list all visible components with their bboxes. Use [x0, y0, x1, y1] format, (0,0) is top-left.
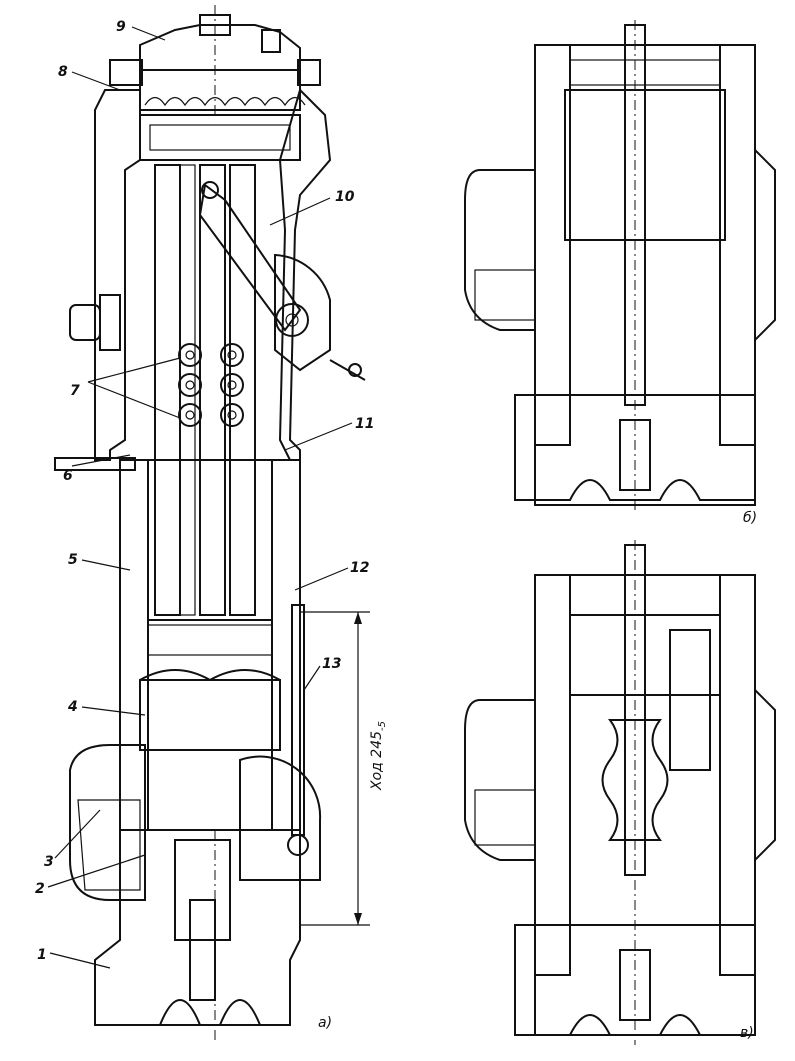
- housing-upper: [94, 88, 332, 461]
- top-cap-9: [139, 5, 301, 115]
- view-b: [464, 20, 776, 510]
- subfigure-label-b: б): [743, 510, 757, 526]
- callout-labels: 9 8 10 7 11 6 5 12 13 4 3 2 1: [35, 19, 374, 963]
- callout-7: 7: [70, 383, 80, 399]
- valve-rods-7: [154, 164, 256, 616]
- view-c: [464, 540, 776, 1045]
- stroke-dimension-text: Ход 245-5: [369, 721, 388, 791]
- subfigure-label-a: a): [318, 1015, 332, 1031]
- callout-5: 5: [68, 552, 78, 568]
- subfigure-labels: a) б) в): [318, 510, 757, 1041]
- side-port: [69, 294, 121, 351]
- callout-10: 10: [335, 189, 355, 205]
- callout-13: 13: [322, 656, 341, 672]
- piston-4: [139, 669, 281, 751]
- oil-tank-3: [69, 744, 146, 901]
- base-1: [94, 829, 301, 1040]
- callout-12: 12: [350, 560, 369, 576]
- callout-8: 8: [58, 64, 68, 80]
- lever-10: [198, 181, 366, 381]
- view-a: [54, 5, 370, 1040]
- callout-1: 1: [37, 947, 47, 963]
- callout-11: 11: [355, 416, 374, 432]
- cam-segment: [239, 755, 322, 881]
- callout-4: 4: [67, 699, 78, 715]
- cylinder-5: [119, 459, 301, 831]
- callout-9: 9: [116, 19, 126, 35]
- callout-3: 3: [44, 854, 54, 870]
- leader-lines: [47, 26, 353, 969]
- callout-6: 6: [63, 468, 73, 484]
- link-rod-13: [287, 604, 309, 856]
- stroke-dimension-label: Ход 245-5: [369, 721, 388, 791]
- flange-6: [54, 457, 136, 471]
- stroke-dimension: [300, 611, 370, 926]
- callout-2: 2: [35, 881, 45, 897]
- subfigure-label-c: в): [740, 1025, 754, 1041]
